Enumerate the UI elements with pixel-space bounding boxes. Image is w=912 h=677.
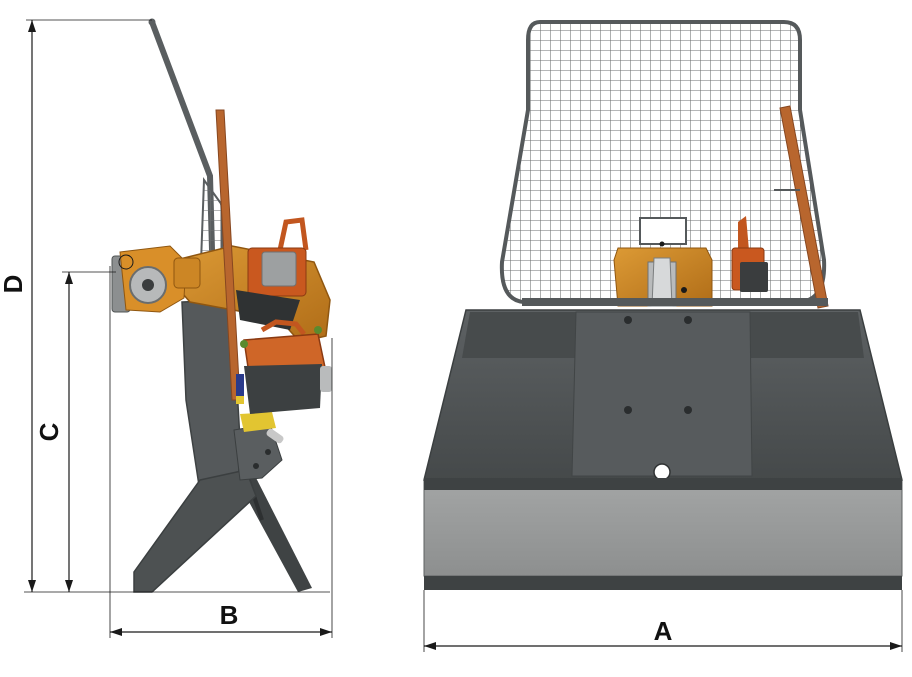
- side-blade-foot: [133, 469, 257, 593]
- front-blade-edge: [424, 576, 902, 590]
- dimension-lines-side: [24, 19, 333, 638]
- arrowhead-icons-side: [28, 20, 332, 636]
- dimension-label-a: A: [654, 616, 673, 646]
- side-lever-box: [236, 217, 309, 330]
- front-handle-cutout: [639, 217, 687, 245]
- front-center-plate: [571, 311, 753, 477]
- side-oil-tank: [243, 319, 332, 414]
- front-view: [423, 20, 903, 590]
- side-yellow-coupling: [240, 412, 276, 432]
- front-blade: [423, 479, 903, 577]
- front-top-rail: [522, 298, 828, 306]
- arrowhead-icons-front: [424, 642, 902, 650]
- front-lever-box: [731, 216, 768, 292]
- side-view: [111, 18, 332, 593]
- front-winch-center: [613, 241, 713, 307]
- side-coupling: [173, 257, 201, 289]
- dimension-label-c: C: [34, 422, 64, 441]
- front-right-panel: [750, 312, 864, 358]
- front-left-panel: [462, 312, 576, 358]
- dimension-label-d: D: [0, 275, 28, 294]
- dimension-lines-front: [423, 590, 903, 652]
- dimension-label-b: B: [220, 600, 239, 630]
- side-drum: [111, 245, 187, 313]
- front-center-hole: [653, 463, 671, 481]
